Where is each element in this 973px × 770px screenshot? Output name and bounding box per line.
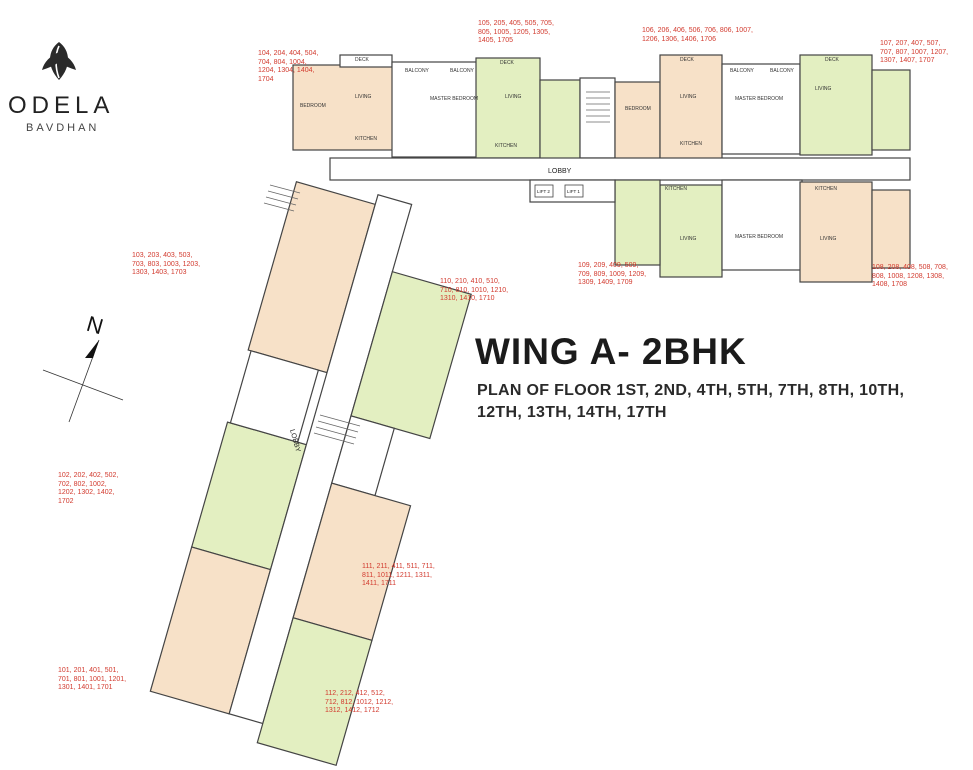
room-label: BALCONY [730,68,755,74]
unit-numbers-109: 109, 209, 409, 509, 709, 809, 1009, 1209… [578,262,647,286]
room-label: BEDROOM [300,103,326,109]
lift-label: LIFT 2 [537,189,550,194]
lift-label: LIFT 1 [567,189,580,194]
lobby-label-top: LOBBY [548,168,572,175]
room-label: MASTER BEDROOM [735,234,783,240]
unit-numbers-102: 102, 202, 402, 502, 702, 802, 1002, 1202… [58,472,119,505]
unit-105-plan [391,61,478,158]
room-label: MASTER BEDROOM [735,96,783,102]
corridor-top [329,157,911,181]
unit-109-bedroom [614,179,661,266]
room-label: DECK [680,57,695,63]
room-label: BALCONY [405,68,430,74]
room-label: LIVING [355,94,372,100]
room-label: LIVING [680,236,697,242]
unit-108-bedroom [871,189,911,269]
room-label: MASTER BEDROOM [430,96,478,102]
north-compass: N [42,311,124,423]
room-label: KITCHEN [815,186,837,192]
room-label: BALCONY [450,68,475,74]
brand-location: BAVDHAN [26,122,100,134]
room-label: LIVING [505,94,522,100]
unit-numbers-105: 105, 205, 405, 505, 705, 805, 1005, 1205… [478,20,554,44]
floor-list-subtitle: PLAN OF FLOOR 1ST, 2ND, 4TH, 5TH, 7TH, 8… [477,382,905,421]
unit-107-plan [799,54,873,156]
lift-core [229,350,320,443]
unit-105-bedroom [539,79,581,161]
unit-106-master [721,63,801,155]
unit-numbers-103: 103, 203, 403, 503, 703, 803, 1003, 1203… [132,252,201,276]
room-label: DECK [500,60,515,66]
unit-numbers-104: 104, 204, 404, 504, 704, 804, 1004, 1204… [258,50,319,83]
room-label: BALCONY [770,68,795,74]
room-label: LIVING [815,86,832,92]
room-label: KITCHEN [495,143,517,149]
stair-core-top [579,77,616,159]
north-arrow-icon [85,340,99,358]
leaf-logo-icon [42,42,76,80]
room-label: KITCHEN [665,186,687,192]
room-label: KITCHEN [680,141,702,147]
room-label: DECK [355,57,370,63]
unit-107-bedroom [871,69,911,151]
room-label: KITCHEN [355,136,377,142]
unit-104-plan [292,64,394,151]
unit-108-living [799,181,873,283]
room-label: LIVING [680,94,697,100]
compass-label: N [84,311,106,339]
unit-numbers-110: 110, 210, 410, 510, 710, 810, 1010, 1210… [440,278,509,302]
brand-name: ODELA [8,92,115,119]
unit-112-plan [256,617,373,767]
unit-106-living [659,54,723,161]
room-label: LIVING [820,236,837,242]
unit-numbers-108: 108, 208, 408, 508, 708, 808, 1008, 1208… [872,264,948,288]
unit-109-master [721,179,803,271]
unit-numbers-111: 111, 211, 411, 511, 711, 811, 1011, 1211… [362,563,435,587]
unit-numbers-101: 101, 201, 401, 501, 701, 801, 1001, 1201… [58,667,127,691]
room-label: DECK [825,57,840,63]
unit-104-deck [339,54,393,68]
unit-106-bedroom [614,81,661,161]
wing-title: WING A- 2BHK [475,331,747,372]
unit-numbers-112: 112, 212, 412, 512, 712, 812, 1012, 1212… [325,690,394,714]
room-label: BEDROOM [625,106,651,112]
unit-numbers-107: 107, 207, 407, 507, 707, 807, 1007, 1207… [880,40,949,64]
logo [36,38,82,89]
unit-numbers-106: 106, 206, 406, 506, 706, 806, 1007, 1206… [642,27,753,43]
unit-109-living [659,184,723,278]
